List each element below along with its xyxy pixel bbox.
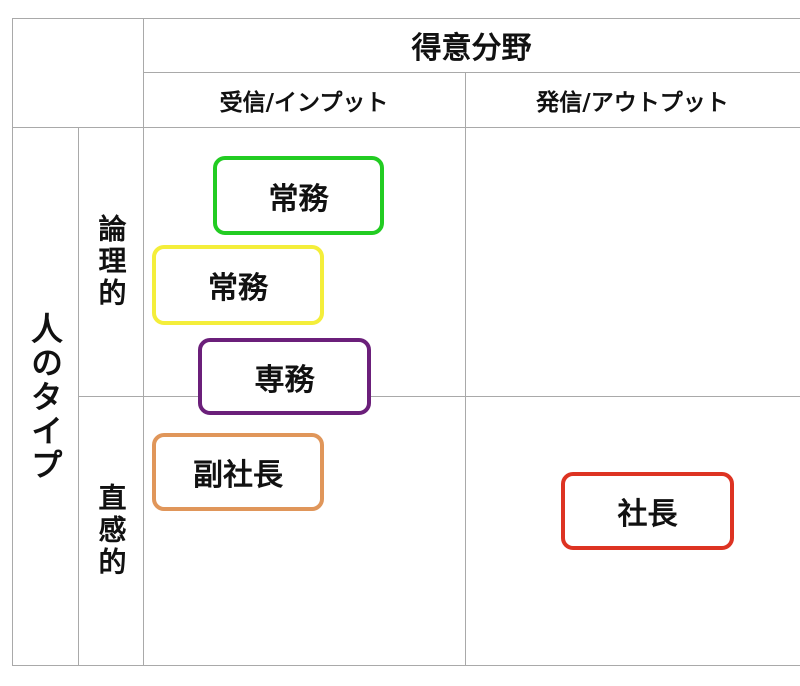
role-box-managing-director-yellow: 常務 <box>152 245 324 325</box>
grid-line <box>143 72 800 73</box>
role-box-vice-president: 副社長 <box>152 433 324 511</box>
row-header-logical: 論理的 <box>94 213 128 310</box>
grid-line <box>12 18 13 666</box>
grid-line <box>12 18 800 19</box>
column-header-input: 受信/インプット <box>219 89 389 116</box>
axis-label-person-type: 人のタイプ <box>26 311 64 482</box>
grid-line <box>78 127 79 666</box>
role-box-managing-director-green: 常務 <box>213 156 384 235</box>
grid-line <box>12 127 800 128</box>
grid-line <box>143 18 144 666</box>
grid-line <box>78 396 800 397</box>
role-box-president: 社長 <box>561 472 734 550</box>
row-header-intuitive: 直感的 <box>94 482 128 579</box>
grid-line <box>12 665 800 666</box>
grid-line <box>465 72 466 666</box>
role-box-senior-managing-director: 専務 <box>198 338 371 415</box>
column-header-output: 発信/アウトプット <box>536 89 729 116</box>
header-title: 得意分野 <box>411 31 532 66</box>
